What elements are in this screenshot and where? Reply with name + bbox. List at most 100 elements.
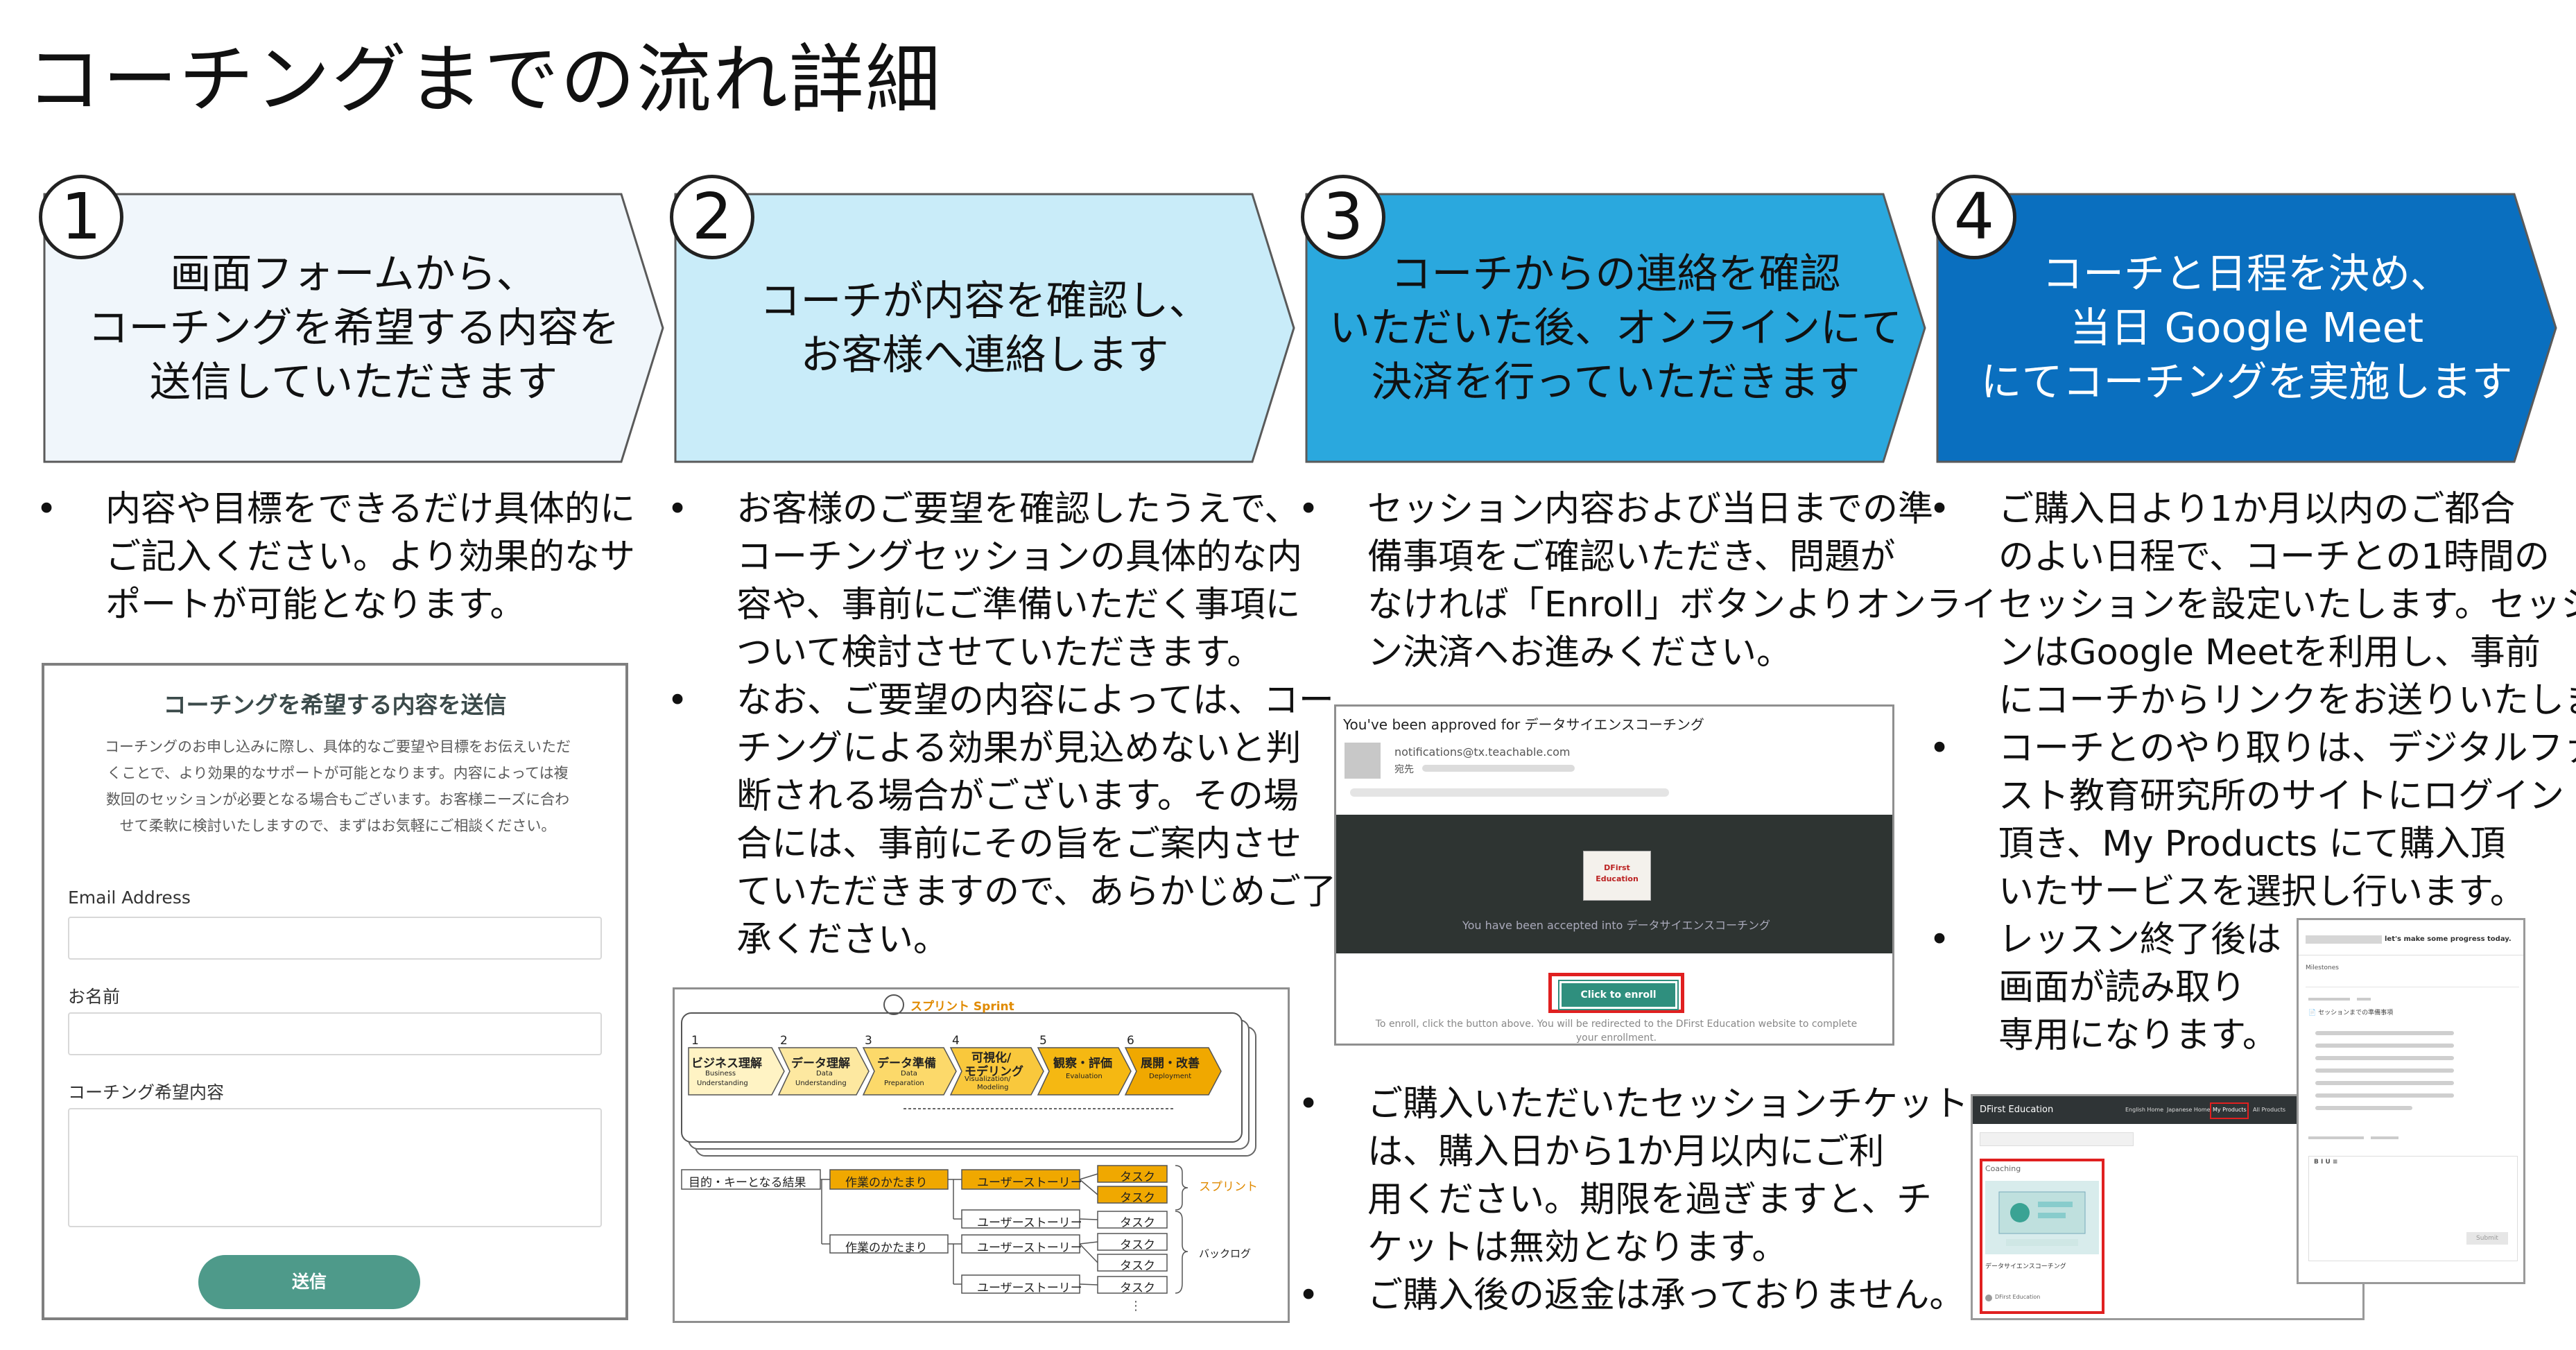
phase-number: 3 [865,1034,872,1048]
phase-label: ビジネス理解 [691,1057,762,1071]
phase-sublabel: Business [705,1070,736,1078]
card-caption: データサイエンスコーチング [1985,1263,2066,1270]
course-card-highlight[interactable] [1980,1159,2104,1314]
blurred-text [2306,935,2382,944]
story-box: ユーザーストーリー [977,1281,1082,1295]
sprint-diagram-shapes: ⋮ [681,994,1256,1313]
name-field[interactable] [68,1012,602,1055]
phase-sublabel: Understanding [697,1080,748,1087]
nav-link[interactable]: Japanese Home [2167,1107,2211,1113]
form-description: コーチングのお申し込みに際し、具体的なご要望や目標をお伝えいただくことで、より効… [105,738,571,834]
checklist-line [2315,1093,2454,1098]
course-thumbnail-art [1998,1191,2086,1246]
reply-editor[interactable] [2308,1156,2518,1261]
bullet-item: ご購入後の返金は承っておりません。 [1298,1272,1969,1319]
sprint-header: スプリント Sprint [910,1000,1014,1014]
email-field[interactable] [68,917,602,960]
phase-number: 1 [691,1034,699,1048]
form-title: コーチングを希望する内容を送信 [163,691,507,718]
blurred-text [1350,788,1669,797]
phase-sublabel: Data [816,1070,833,1078]
bullet-item: セッション内容および当日までの準備事項をご確認いただき、問題がなければ「Enro… [1298,485,1997,677]
step-1-chevron: 1 画面フォームから、コーチングを希望する内容を送信していただきます [39,175,689,465]
col2-bullets: お客様のご要望を確認したうえで、コーチングセッションの具体的な内容や、事前にご準… [667,485,1336,964]
sender-avatar [1345,743,1381,779]
phase-number: 4 [952,1034,960,1048]
email-label: Email Address [68,888,191,908]
editor-toolbar[interactable]: B I U ≡ [2314,1159,2338,1166]
phase-label: 観察・評価 [1053,1057,1112,1071]
search-bar[interactable] [1980,1132,2134,1146]
task-box: タスク [1120,1281,1155,1295]
story-box: ユーザーストーリー [977,1241,1082,1255]
phase-number: 2 [780,1034,788,1048]
name-label: お名前 [68,987,121,1007]
chevron-shape [43,193,664,463]
enroll-email-screenshot: You've been approved for データサイエンスコーチング n… [1334,704,1894,1046]
nav-link[interactable]: English Home [2125,1107,2164,1113]
course-thumbnail [1985,1181,2099,1254]
card-title: Coaching [1985,1164,2021,1173]
backlog-label: バックログ [1199,1247,1252,1260]
col3-bottom-bullets: ご購入いただいたセッションチケットは、購入日から1か月以内にご利用ください。期限… [1298,1080,1969,1319]
milestone-item[interactable]: 📄 セッションまでの準備事項 [2308,1010,2394,1016]
phase-number: 5 [1039,1034,1047,1048]
story-box: ユーザーストーリー [977,1216,1082,1230]
progress-banner: let's make some progress today. [2385,935,2512,943]
chunk-box: 作業のかたまり [845,1241,928,1255]
bullet-item: 内容や目標をできるだけ具体的にご記入ください。より効果的なサポートが可能となりま… [36,485,635,629]
nav-link[interactable]: All Products [2253,1107,2286,1113]
step-text: 画面フォームから、コーチングを希望する内容を送信していただきます [87,250,620,406]
request-textarea[interactable] [68,1108,602,1227]
chunk-box: 作業のかたまり [845,1176,928,1190]
checklist-line [2315,1068,2454,1073]
chevron-shape [1936,193,2557,463]
nav-highlight [2210,1102,2249,1119]
step-2-chevron: 2 コーチが内容を確認し、お客様へ連絡します [670,175,1320,465]
phase-label: 展開・改善 [1141,1057,1200,1071]
phase-label: 可視化/ [971,1051,1012,1065]
bullet-item: お客様のご要望を確認したうえで、コーチングセッションの具体的な内容や、事前にご準… [667,485,1336,677]
to-label: 宛先 [1394,764,1414,775]
checklist-line [2315,1106,2412,1110]
col4-bullets: ご購入日より1か月以内のご都合のよい日程で、コーチとの1時間のセッションを設定い… [1929,485,2576,1059]
email-footer: your enrollment. [1575,1032,1657,1044]
submit-button[interactable]: 送信 [198,1255,420,1309]
phase-sublabel: Evaluation [1066,1073,1103,1080]
chevron-shape [674,193,1295,463]
step-text: コーチからの連絡を確認いただいた後、オンラインにて決済を行っていただきます [1329,250,1903,406]
checklist-line [2315,1031,2454,1035]
bullet-item: ご購入日より1か月以内のご都合のよい日程で、コーチとの1時間のセッションを設定い… [1929,485,2576,725]
submit-button[interactable]: Submit [2466,1232,2508,1245]
phase-label: データ準備 [877,1057,936,1071]
phase-sublabel: Visualization/ [965,1075,1011,1083]
nav-link[interactable]: My Products [2213,1107,2247,1113]
checklist-line [2315,1044,2454,1048]
accepted-text: You have been accepted into データサイエンスコーチン… [1462,919,1771,932]
site-brand: DFirst Education [1980,1105,2054,1115]
goal-box: 目的・キーとなる結果 [689,1176,806,1190]
task-box: タスク [1120,1259,1155,1273]
sprint-diagram: ⋮ スプリント Sprint 1 ビジネス理解 Business Underst… [673,987,1290,1323]
phase-sublabel: Understanding [795,1080,847,1087]
col1-bullets: 内容や目標をできるだけ具体的にご記入ください。より効果的なサポートが可能となりま… [36,485,635,629]
email-footer: To enroll, click the button above. You w… [1375,1019,1858,1030]
step-number: 4 [1932,175,2016,259]
enroll-button[interactable]: Click to enroll [1559,981,1677,1009]
blurred-text [2371,1136,2398,1139]
milestones-tab[interactable]: Milestones [2306,964,2339,971]
phase-sublabel: Preparation [884,1080,924,1087]
step-text: コーチが内容を確認し、お客様へ連絡します [759,277,1210,379]
bullet-item: なお、ご要望の内容によっては、コーチングによる効果が見込めないと判断される場合が… [667,677,1336,964]
task-box: タスク [1120,1238,1155,1252]
milestones-screenshot: let's make some progress today. Mileston… [2297,918,2525,1284]
task-box: タスク [1120,1216,1155,1230]
step-number: 2 [670,175,754,259]
checklist-line [2315,1056,2454,1060]
author-avatar [1985,1295,1992,1301]
blurred-text [1422,765,1575,772]
email-subject: You've been approved for データサイエンスコーチング [1343,716,1704,733]
